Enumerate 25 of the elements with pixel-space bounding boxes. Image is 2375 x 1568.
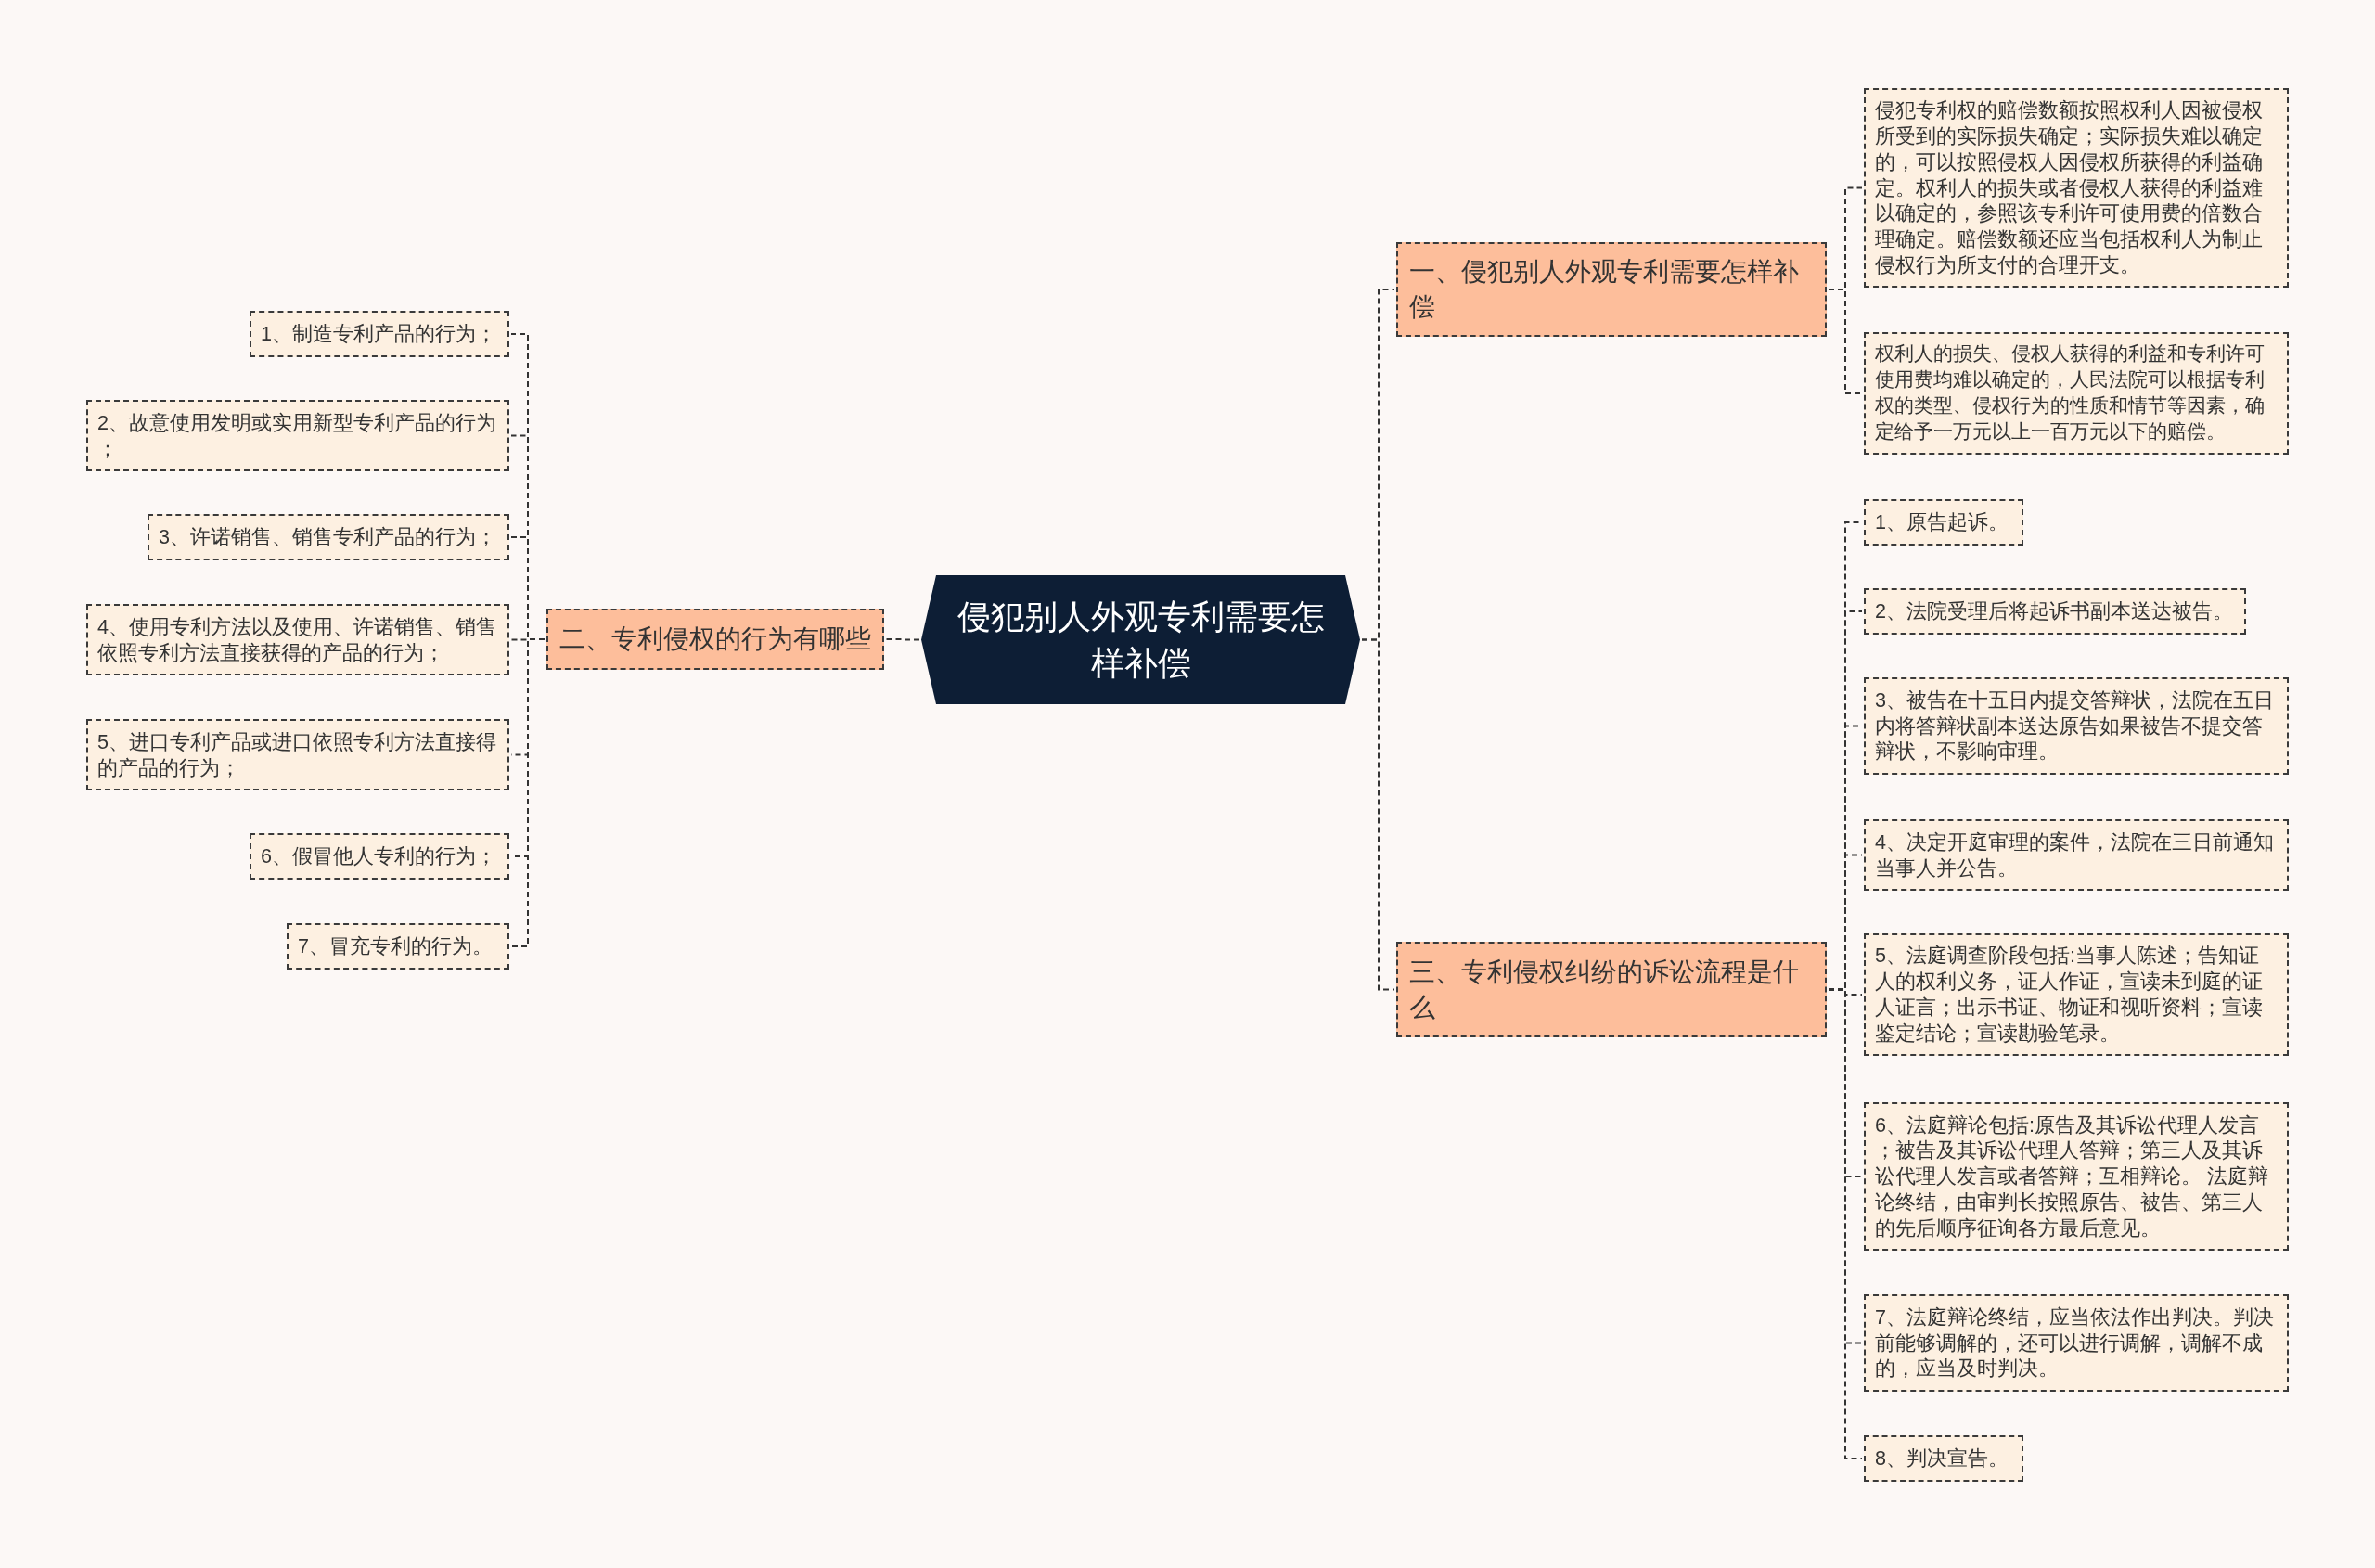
detail-box: 3、许诺销售、销售专利产品的行为； [148, 514, 509, 560]
detail-box: 7、冒充专利的行为。 [287, 923, 509, 970]
connector-line [885, 638, 920, 641]
detail-box: 7、法庭辩论终结，应当依法作出判决。判决前能够调解的，还可以进行调解，调解不成的，应当及时判决。 [1864, 1294, 2289, 1392]
detail-box: 4、使用专利方法以及使用、许诺销售、销售依照专利方法直接获得的产品的行为； [86, 604, 509, 675]
detail-box: 8、判决宣告。 [1864, 1435, 2023, 1482]
central-topic-hexagon: 侵犯别人外观专利需要怎样补偿 [921, 575, 1360, 704]
detail-box: 4、决定开庭审理的案件，法院在三日前通知当事人并公告。 [1864, 819, 2289, 891]
detail-box: 2、故意使用发明或实用新型专利产品的行为； [86, 400, 509, 471]
detail-box: 2、法院受理后将起诉书副本送达被告。 [1864, 588, 2246, 635]
detail-box: 1、原告起诉。 [1864, 499, 2023, 546]
connector-line [510, 638, 546, 947]
connector-line [1828, 289, 1863, 394]
detail-box: 3、被告在十五日内提交答辩状，法院在五日内将答辩状副本送达原告如果被告不提交答辩状，不影响审理。 [1864, 677, 2289, 775]
topic-box: 三、专利侵权纠纷的诉讼流程是什么 [1396, 942, 1827, 1037]
topic-box: 二、专利侵权的行为有哪些 [546, 609, 884, 670]
detail-box: 权利人的损失、侵权人获得的利益和专利许可使用费均难以确定的，人民法院可以根据专利权的类型、侵权行为的性质和情节等因素，确定给予一万元以上一百万元以下的赔偿。 [1864, 332, 2289, 455]
detail-box: 5、法庭调查阶段包括:当事人陈述；告知证人的权利义务，证人作证，宣读未到庭的证人证言；出示书证、物证和视听资料；宣读鉴定结论；宣读勘验笔录。 [1864, 933, 2289, 1056]
detail-box: 侵犯专利权的赔偿数额按照权利人因被侵权所受到的实际损失确定；实际损失难以确定的，可以按照侵权人因侵权所获得的利益确定。权利人的损失或者侵权人获得的利益难以确定的，参照该专利许可使用费的倍数合理确定。赔偿数额还应当包括权利人为制止侵权行为所支付的合理开支。 [1864, 88, 2289, 288]
connector-line [1361, 638, 1395, 991]
topic-box: 一、侵犯别人外观专利需要怎样补偿 [1396, 242, 1827, 337]
detail-box: 5、进口专利产品或进口依照专利方法直接得的产品的行为； [86, 719, 509, 790]
detail-box: 6、法庭辩论包括:原告及其诉讼代理人发言；被告及其诉讼代理人答辩；第三人及其诉讼代理人发言或者答辩；互相辩论。 法庭辩论终结，由审判长按照原告、被告、第三人的先后顺序征询各方最后意见。 [1864, 1102, 2289, 1251]
detail-box: 1、制造专利产品的行为； [250, 311, 509, 357]
detail-box: 6、假冒他人专利的行为； [250, 833, 509, 880]
